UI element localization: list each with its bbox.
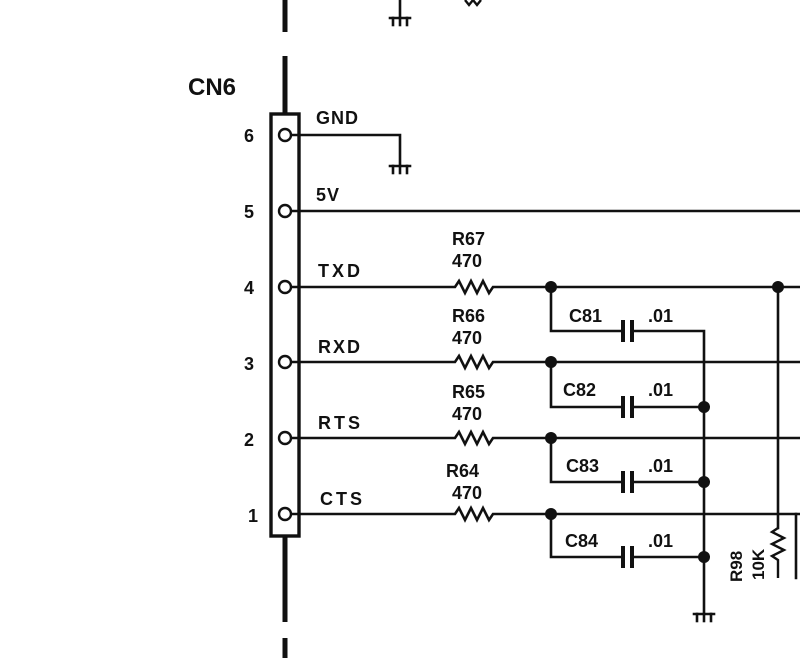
junction-dot bbox=[545, 281, 557, 293]
signal-label-5v: 5V bbox=[316, 185, 340, 205]
pin-number-1: 1 bbox=[248, 506, 258, 526]
connector-body bbox=[269, 112, 301, 538]
capacitor-value-c84: .01 bbox=[648, 531, 673, 551]
resistor-ref-r98: R98 bbox=[727, 551, 746, 582]
pin-number-6: 6 bbox=[244, 126, 254, 146]
connector-name: CN6 bbox=[188, 74, 236, 101]
capacitor-c83 bbox=[621, 471, 634, 493]
c82-branch bbox=[549, 360, 623, 409]
pin-contact-3 bbox=[277, 354, 293, 370]
pin-contact-4 bbox=[277, 279, 293, 295]
capacitor-value-c82: .01 bbox=[648, 380, 673, 400]
junction-dot bbox=[698, 476, 710, 488]
resistor-ref-r67: R67 bbox=[452, 229, 485, 249]
resistor-ref-r64: R64 bbox=[446, 461, 479, 481]
capacitor-c82 bbox=[621, 396, 634, 418]
resistor-r98 bbox=[769, 527, 787, 578]
pin-contact-6 bbox=[277, 127, 293, 143]
signal-label-rxd: RXD bbox=[318, 337, 362, 357]
rxd-wire bbox=[290, 353, 800, 371]
resistor-fragment-top bbox=[464, 0, 482, 7]
c81-branch bbox=[549, 285, 623, 333]
pin-contact-2 bbox=[277, 430, 293, 446]
resistor-value-r65: 470 bbox=[452, 404, 482, 424]
c83-branch bbox=[549, 436, 623, 484]
resistor-ref-r66: R66 bbox=[452, 306, 485, 326]
resistor-value-r67: 470 bbox=[452, 251, 482, 271]
signal-label-cts: CTS bbox=[320, 489, 365, 509]
ground-symbol-gnd bbox=[388, 164, 412, 175]
junction-dot bbox=[545, 356, 557, 368]
pin-number-4: 4 bbox=[244, 278, 254, 298]
capacitor-ref-c84: C84 bbox=[565, 531, 598, 551]
ground-symbol-caps bbox=[692, 612, 716, 623]
cts-wire bbox=[290, 505, 800, 523]
junction-dot bbox=[698, 401, 710, 413]
capacitor-ref-c83: C83 bbox=[566, 456, 599, 476]
junction-dot bbox=[545, 432, 557, 444]
c81-right-lead bbox=[632, 329, 706, 409]
resistor-value-r64: 470 bbox=[452, 483, 482, 503]
rts-wire bbox=[290, 429, 800, 447]
capacitor-value-c83: .01 bbox=[648, 456, 673, 476]
signal-label-txd: TXD bbox=[318, 261, 363, 281]
signal-label-gnd: GND bbox=[316, 108, 359, 128]
capacitor-c84 bbox=[621, 546, 634, 568]
capacitor-ref-c81: C81 bbox=[569, 306, 602, 326]
resistor-ref-r65: R65 bbox=[452, 382, 485, 402]
pin-contact-1 bbox=[277, 506, 293, 522]
txd-wire bbox=[290, 278, 800, 296]
signal-label-rts: RTS bbox=[318, 413, 363, 433]
resistor-value-r66: 470 bbox=[452, 328, 482, 348]
gnd-wire bbox=[290, 133, 402, 168]
resistor-value-r98: 10K bbox=[749, 548, 768, 580]
ground-symbol-top bbox=[388, 0, 412, 27]
junction-dot bbox=[698, 551, 710, 563]
capacitor-ref-c82: C82 bbox=[563, 380, 596, 400]
pin-number-5: 5 bbox=[244, 202, 254, 222]
pin-number-3: 3 bbox=[244, 354, 254, 374]
capacitor-value-c81: .01 bbox=[648, 306, 673, 326]
junction-dot bbox=[545, 508, 557, 520]
capacitor-c81 bbox=[621, 320, 634, 342]
junction-dot bbox=[772, 281, 784, 293]
pin-contact-5 bbox=[277, 203, 293, 219]
c84-branch bbox=[549, 512, 623, 559]
pin-number-2: 2 bbox=[244, 430, 254, 450]
